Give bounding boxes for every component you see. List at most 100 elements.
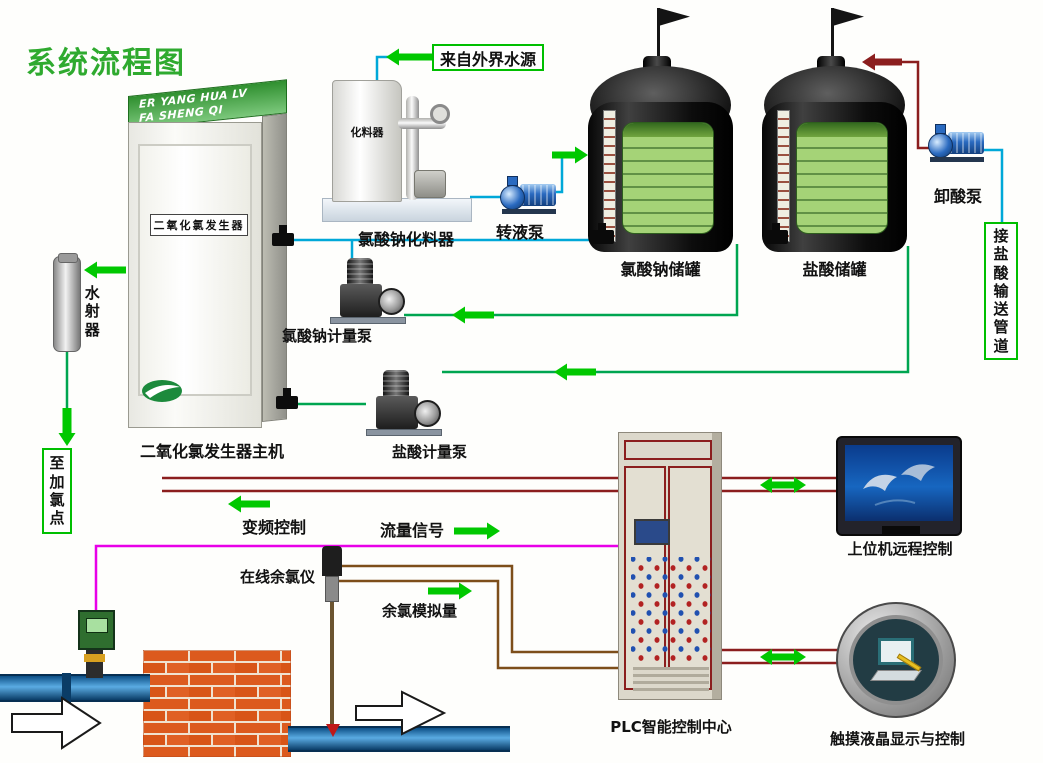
- generator-label: 二氧化氯发生器主机: [140, 442, 285, 461]
- dolphin-wallpaper: [863, 464, 935, 506]
- pump-head: [378, 288, 405, 315]
- pump-fins: [522, 185, 554, 205]
- chlorine-probe-rod: [330, 596, 334, 730]
- pump-motor: [383, 370, 409, 398]
- tank-outlet-valve: [764, 223, 788, 244]
- generator-inlet-valve-1: [272, 225, 294, 246]
- level-gauge: [777, 110, 790, 242]
- pump-motor: [347, 258, 373, 286]
- mixer-pipe-horizontal: [398, 118, 446, 129]
- mixer-outlet-pump: [414, 170, 446, 198]
- pump-volute: [928, 133, 953, 158]
- mixer-tag: 化料器: [338, 124, 396, 140]
- liquid-level-window: [622, 122, 714, 234]
- brick-pattern: [142, 649, 292, 758]
- generator-inlet-valve-2: [276, 388, 298, 409]
- flow-meter: [78, 610, 115, 650]
- chlorine-probe-head: [322, 546, 342, 576]
- chlorine-dioxide-generator: ER YANG HUA LV FA SHENG QI 二氧化氯发生器: [128, 79, 287, 432]
- brand-logo-icon: [140, 378, 184, 408]
- arrow-plc-touch: [760, 649, 806, 665]
- generator-front-panel: [138, 144, 252, 396]
- chlorination-point-box: 至加氯点: [42, 448, 72, 534]
- flow-meter-flange: [84, 654, 105, 662]
- plc-top-frame: [624, 440, 712, 460]
- arrow-tank1-feed: [452, 306, 494, 324]
- transfer-pump: [500, 176, 558, 216]
- tank-outlet-valve: [590, 223, 614, 244]
- pipe-pipeline-to-unloadpump: [984, 148, 1004, 224]
- pump-base: [930, 157, 984, 162]
- chlorine-meter-label: 在线余氯仪: [240, 568, 316, 586]
- arrow-flow-signal: [454, 522, 500, 540]
- water-source-box: 来自外界水源: [432, 44, 544, 71]
- mixer-tag-text: 化料器: [350, 126, 384, 139]
- liquid-level-window: [796, 122, 888, 234]
- arrow-to-ejector: [84, 261, 126, 279]
- sodium-chlorate-tank: [588, 8, 733, 252]
- wire-chlorine-2: [338, 579, 622, 670]
- water-source-label: 来自外界水源: [439, 49, 536, 69]
- plc-vent: [633, 667, 709, 695]
- pump-body: [340, 284, 382, 317]
- pump-base: [502, 209, 556, 214]
- pump-fins: [950, 133, 982, 153]
- plc-label: PLC智能控制中心: [610, 718, 732, 736]
- flag-pole: [831, 8, 834, 74]
- computer-icon: [878, 638, 914, 665]
- pipe-tank1-to-meterpump1: [404, 244, 739, 317]
- acid-unload-pump: [928, 124, 986, 164]
- page-title: 系统流程图: [26, 46, 186, 81]
- mixer-label: 氯酸钠化料器: [357, 230, 454, 249]
- flag-pole: [657, 8, 660, 74]
- arrow-vfd: [228, 495, 270, 513]
- pump-body: [376, 396, 418, 429]
- hcl-pipeline-label: 接盐酸输送管道: [993, 226, 1009, 355]
- hcl-pipeline-box: 接盐酸输送管道: [984, 222, 1018, 360]
- wire-flow-signal: [94, 544, 620, 612]
- arrow-into-tank2: [862, 53, 902, 71]
- ejector-label-text: 水射器: [84, 284, 100, 339]
- mixer-valve-wheel: [430, 104, 450, 124]
- flow-meter-display: [86, 618, 108, 633]
- arrow-into-tank1: [552, 146, 588, 164]
- chlorine-probe-body: [325, 576, 339, 602]
- mixer-tank: [332, 80, 402, 202]
- arrow-plc-scada: [760, 477, 806, 493]
- vfd-label: 变频控制: [242, 518, 307, 537]
- arrow-to-chlorination: [58, 408, 76, 446]
- transfer-pump-label: 转液泵: [496, 223, 545, 242]
- pump-volute: [500, 185, 525, 210]
- ejector-label: 水射器: [84, 284, 101, 339]
- arrow-water-source: [386, 48, 432, 66]
- plc-screen: [634, 519, 670, 545]
- generator-nameplate: 二氧化氯发生器: [150, 214, 248, 236]
- pump-base: [330, 317, 406, 324]
- wire-chlorine-1: [338, 564, 622, 654]
- plc-side-panel: [712, 433, 721, 699]
- liquid-surface: [623, 123, 713, 137]
- naclo3-meter-pump-label: 氯酸钠计量泵: [282, 327, 373, 345]
- arrow-chlorine-analog: [428, 582, 472, 600]
- chlorine-analog-label: 余氯模拟量: [382, 602, 458, 620]
- hydrochloric-acid-tank: [762, 8, 907, 252]
- water-main-pipe-bottom: [288, 726, 510, 752]
- unload-pump-label: 卸酸泵: [934, 187, 983, 206]
- monitor-screen: [845, 445, 953, 521]
- naclo3-tank-label: 氯酸钠储罐: [620, 260, 701, 279]
- water-ejector: [53, 253, 81, 352]
- naclo3-metering-pump: [330, 258, 406, 324]
- plc-indicator-grid: [631, 557, 711, 661]
- monitor-base: [882, 526, 920, 534]
- liquid-surface: [797, 123, 887, 137]
- hcl-tank-label: 盐酸储罐: [802, 260, 867, 279]
- plc-control-cabinet: [618, 432, 722, 700]
- flow-signal-label: 流量信号: [380, 521, 445, 540]
- hcl-metering-pump: [366, 370, 442, 436]
- generator-side-panel: [262, 113, 287, 423]
- touch-label: 触摸液晶显示与控制: [830, 730, 966, 748]
- hcl-meter-pump-label: 盐酸计量泵: [392, 443, 468, 461]
- pump-head: [414, 400, 441, 427]
